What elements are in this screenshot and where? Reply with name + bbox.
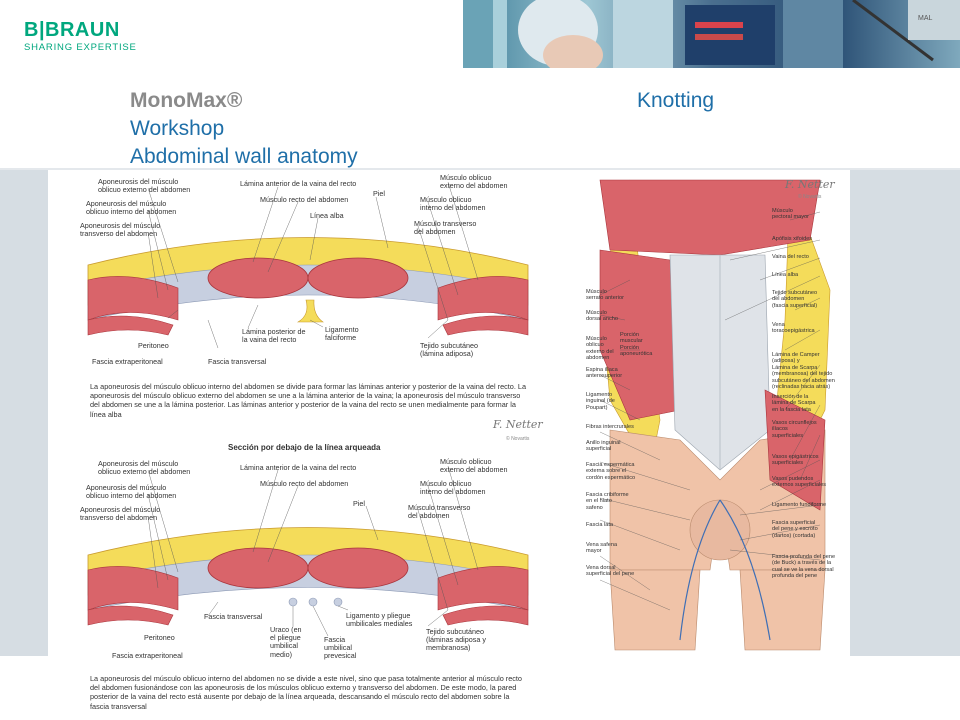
label-rectus: Músculo recto del abdomen: [260, 195, 349, 204]
lower-cross-section: [87, 465, 529, 637]
label-linea-alba-r: Línea alba: [772, 272, 799, 278]
brand-tagline: SHARING EXPERTISE: [24, 42, 137, 53]
label-extraperitoneal-fascia-2: Fascia extraperitoneal: [112, 651, 183, 660]
course-title: MonoMax®: [130, 89, 243, 112]
subtitle-anatomy: Abdominal wall anatomy: [130, 145, 358, 168]
signature-upper-sub: © Novartis: [506, 436, 530, 442]
right-grey-band: [850, 170, 960, 656]
label-xiphoid: Apófisis xifoides: [772, 236, 813, 242]
label-transversalis-fascia-2: Fascia transversal: [204, 612, 263, 621]
header-photo-illustration: MAL: [463, 0, 960, 68]
signature-right-sub: © Novartis: [798, 194, 822, 200]
label-fascia-lata: Fascia lata: [586, 522, 614, 528]
label-skin: Piel: [373, 189, 385, 198]
braun-logo: B|BRAUN SHARING EXPERTISE: [24, 20, 150, 54]
signature-right: F. Netter: [785, 178, 835, 191]
lower-section-title: Sección por debajo de la línea arqueada: [228, 443, 381, 452]
caption-lower: La aponeurosis del músculo oblicuo inter…: [90, 674, 522, 711]
label-rectus-sheath: Vaina del recto: [772, 254, 809, 260]
label-peritoneum: Peritoneo: [138, 341, 169, 350]
divider-band: [0, 168, 960, 170]
cross-section-drawing: [87, 181, 529, 637]
label-anterior-sheath: Lámina anterior de la vaina del recto: [240, 179, 357, 188]
label-subcutaneous: Tejido subcutáneo(lámina adiposa): [420, 341, 478, 359]
label-anterior-sheath-2: Lámina anterior de la vaina del recto: [240, 463, 357, 472]
anterior-view-drawing: [599, 179, 831, 651]
topic-title: Knotting: [637, 89, 715, 112]
label-skin-2: Piel: [353, 499, 365, 508]
label-extraperitoneal-fascia: Fascia extraperitoneal: [92, 357, 163, 366]
upper-cross-section: [87, 181, 529, 349]
label-intercrural-fibers: Fibras intercrurales: [586, 424, 634, 430]
caption-upper: La aponeurosis del músculo oblicuo inter…: [90, 382, 527, 419]
label-buck-fascia: Fascia profunda del pene(de Buck) a trav…: [772, 554, 836, 580]
photo-label: MAL: [918, 15, 933, 22]
signature-upper: F. Netter: [493, 418, 543, 431]
label-peritoneum-2: Peritoneo: [144, 633, 175, 642]
label-rectus-2: Músculo recto del abdomen: [260, 479, 349, 488]
subtitle-workshop: Workshop: [130, 117, 225, 140]
header-photo: MAL: [463, 0, 960, 68]
label-fundiform: Ligamento fundiforme: [772, 502, 827, 508]
brand-name: B|BRAUN: [24, 19, 120, 41]
label-transversalis-fascia: Fascia transversal: [208, 357, 267, 366]
label-linea-alba: Línea alba: [310, 211, 344, 220]
left-grey-band: [0, 170, 48, 656]
